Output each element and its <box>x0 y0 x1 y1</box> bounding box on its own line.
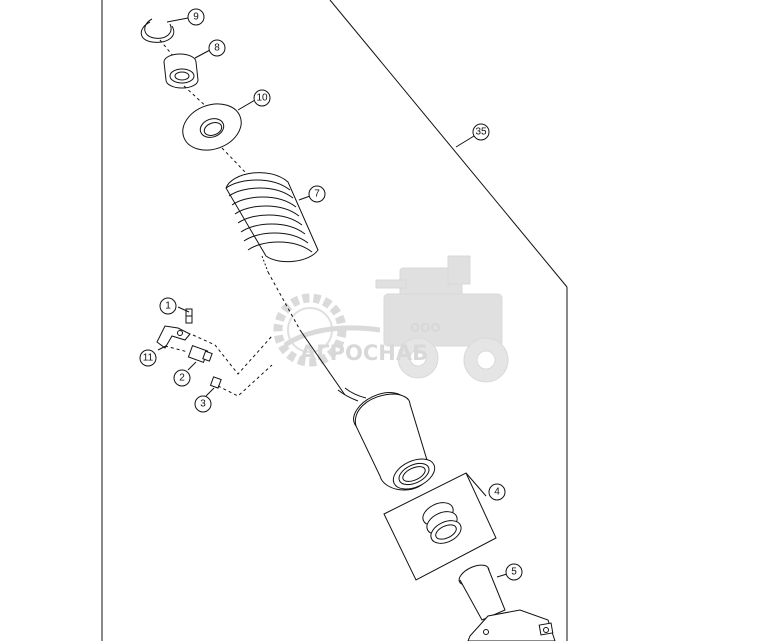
callout-3: 3 <box>194 395 212 413</box>
callout-9: 9 <box>187 8 205 26</box>
callout-10: 10 <box>253 89 271 107</box>
callout-label: 1 <box>165 301 171 312</box>
part-washer <box>182 99 256 151</box>
callout-35: 35 <box>472 123 490 141</box>
centerline-10-7 <box>221 147 246 173</box>
callout-label: 5 <box>511 567 517 578</box>
callout-label: 11 <box>143 353 154 364</box>
watermark-prefix: ООО <box>410 321 441 335</box>
part-bracket <box>156 325 191 351</box>
callout-label: 10 <box>256 93 268 104</box>
centerline-9-8 <box>159 39 179 63</box>
callout-label: 9 <box>193 12 199 23</box>
frame-diagonal-edge <box>329 0 568 288</box>
callout-4: 4 <box>488 483 506 501</box>
callout-8: 8 <box>208 39 226 57</box>
callout-label: 2 <box>179 373 185 384</box>
frame-lines <box>101 0 568 641</box>
callout-2: 2 <box>173 369 191 387</box>
callout-label: 7 <box>314 189 320 200</box>
harvester-icon <box>375 255 509 383</box>
callout-label: 4 <box>494 487 500 498</box>
callout-label: 3 <box>200 399 206 410</box>
part-main-shaft <box>299 329 367 402</box>
callout-label: 8 <box>214 43 220 54</box>
centerline-7-shaft <box>267 271 301 331</box>
gear-icon <box>273 293 381 367</box>
part-snap-ring <box>140 17 189 43</box>
callout-7: 7 <box>308 185 326 203</box>
part-tube-housing <box>353 392 436 491</box>
part-plug <box>205 376 222 397</box>
watermark-logo: ООО АГРОСНАБ <box>273 255 509 383</box>
part-grease-fitting <box>177 306 193 324</box>
part-seal-kit <box>383 472 497 581</box>
watermark-name: АГРОСНАБ <box>300 341 428 365</box>
callout-11: 11 <box>139 349 157 367</box>
leader-35 <box>455 135 475 148</box>
callout-5: 5 <box>505 563 523 581</box>
part-spring <box>225 172 319 273</box>
part-spindle-yoke <box>458 564 556 641</box>
part-hose-fitting <box>187 344 213 371</box>
callout-1: 1 <box>159 297 177 315</box>
part-bushing <box>163 49 211 89</box>
callout-label: 35 <box>475 127 487 138</box>
assembly-leaders <box>164 334 273 397</box>
